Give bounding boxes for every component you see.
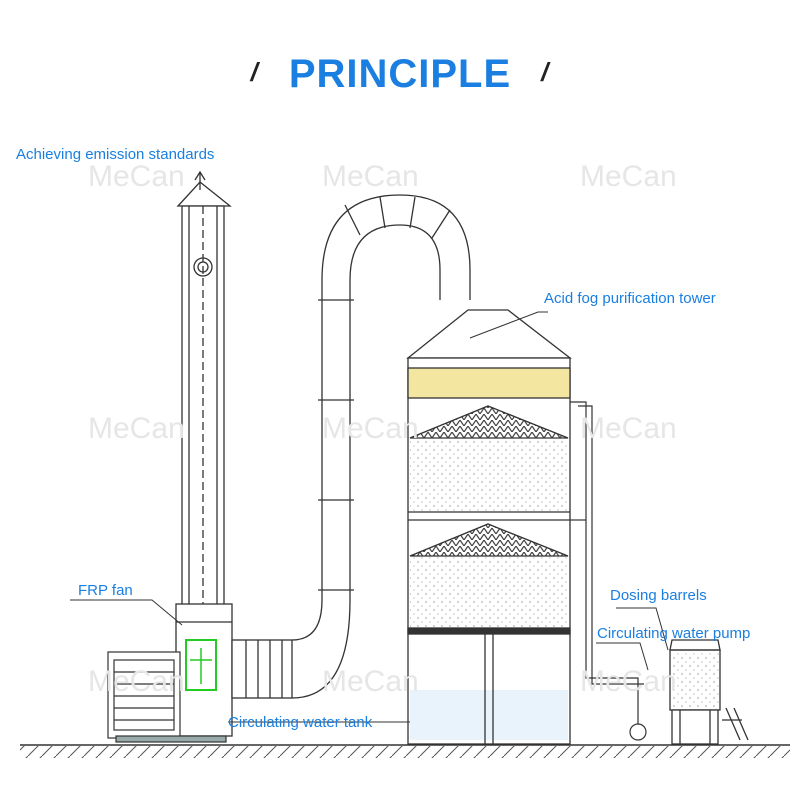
ground xyxy=(20,744,790,758)
watermark-5: MeCan xyxy=(322,412,419,445)
title-mark-left: / xyxy=(250,57,259,87)
label-dosing: Dosing barrels xyxy=(610,587,707,604)
label-pump: Circulating water pump xyxy=(597,625,751,642)
frp-fan xyxy=(107,639,227,743)
label-emission: Achieving emission standards xyxy=(16,146,215,163)
label-fan: FRP fan xyxy=(78,582,133,599)
exhaust-stack xyxy=(175,170,233,737)
watermark-2: MeCan xyxy=(322,160,419,193)
title-mark-right: / xyxy=(541,57,550,87)
leader-lines xyxy=(70,311,669,723)
dosing-barrel xyxy=(669,639,749,745)
watermark-6: MeCan xyxy=(580,412,677,445)
recirculation-piping xyxy=(570,401,647,741)
watermark-1: MeCan xyxy=(88,160,185,193)
label-tank: Circulating water tank xyxy=(228,714,373,731)
watermark-9: MeCan xyxy=(580,665,677,698)
watermark-7: MeCan xyxy=(88,665,185,698)
ducting xyxy=(231,194,471,699)
watermark-3: MeCan xyxy=(580,160,677,193)
label-tower: Acid fog purification tower xyxy=(544,290,716,307)
title-text: PRINCIPLE xyxy=(288,52,512,96)
page-title: / PRINCIPLE / xyxy=(0,52,800,97)
watermark-8: MeCan xyxy=(322,665,419,698)
purification-tower xyxy=(406,309,572,745)
watermark-4: MeCan xyxy=(88,412,185,445)
